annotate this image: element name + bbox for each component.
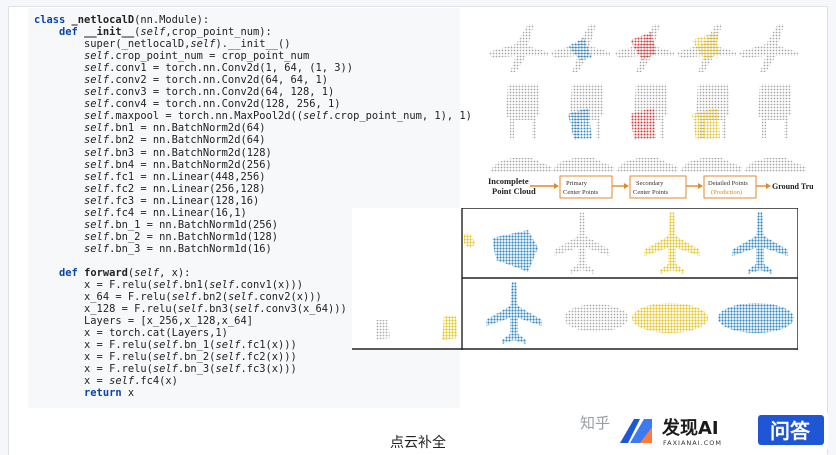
logo-domain: FAXIANAI.COM [663,439,722,447]
logo-title: 发现AI [661,417,719,439]
code-line: super(_netlocalD,self).__init__() [34,38,291,51]
faxianai-logo[interactable]: 发现AI FAXIANAI.COM 问答 [618,413,828,449]
code-line: x = F.relu(self.bn_3(self.fc3(x))) [34,363,297,376]
plane-row [488,24,798,72]
car-row [490,158,806,172]
code-line: class _netlocalD(nn.Module): [34,14,210,26]
code-line: self.bn_3 = nn.BatchNorm1d(16) [84,242,272,255]
pipeline-ground-truth: Ground Truth [772,182,814,191]
faxianai-logo-icon [620,419,652,443]
code-line: self.bn1 = nn.BatchNorm2d(64) [84,122,266,135]
logo-badge [758,415,824,445]
figure-caption: 点云补全 [390,435,446,451]
zhihu-watermark: 知乎 [580,414,611,432]
code-line: def forward(self, x): [59,266,191,279]
code-line: x_128 = F.relu(self.bn3(self.conv3(x_64)… [34,303,347,316]
code-line: self.bn4 = nn.BatchNorm2d(256) [84,158,272,171]
code-line: x = F.relu(self.bn1(self.conv1(x))) [34,279,304,292]
logo-badge-text: 问答 [770,419,811,443]
code-line: self.fc3 = nn.Linear(128,16) [84,194,260,207]
figure-bottom [352,207,799,350]
code-line: self.fc2 = nn.Linear(256,128) [84,182,266,195]
pipeline-detailed: Detailed Points(Prediction) [708,180,748,196]
code-line: self.bn2 = nn.BatchNorm2d(64) [84,134,266,147]
code-line: self.crop_point_num = crop_point_num [84,50,310,63]
code-line: self.bn_2 = nn.BatchNorm1d(128) [84,230,278,243]
code-line: x = torch.cat(Layers,1) [34,327,228,340]
code-line: self.fc1 = nn.Linear(448,256) [84,170,266,183]
chair-row [506,84,792,140]
code-line: self.fc4 = nn.Linear(16,1) [84,206,247,219]
code-line: self.bn_1 = nn.BatchNorm1d(256) [84,218,278,231]
code-line: x = self.fc4(x) [34,375,178,388]
code-line: x = F.relu(self.bn_1(self.fc1(x))) [34,339,297,352]
code-line: self.conv2 = torch.nn.Conv2d(64, 64, 1) [84,74,329,87]
code-line: x_64 = F.relu(self.bn2(self.conv2(x))) [34,291,322,304]
code-line: return x [84,387,135,400]
code-block: class _netlocalD(nn.Module): def __init_… [34,14,472,400]
code-line: Layers = [x_256,x_128,x_64] [34,315,253,328]
code-line: self.conv4 = torch.nn.Conv2d(128, 256, 1… [84,98,341,111]
code-line: self.conv3 = torch.nn.Conv2d(64, 128, 1) [84,86,335,99]
code-line: self.maxpool = torch.nn.MaxPool2d((self.… [84,110,472,123]
code-line: def __init__(self,crop_point_num): [59,26,272,39]
code-line: self.bn3 = nn.BatchNorm2d(128) [84,146,272,159]
code-line: self.conv1 = torch.nn.Conv2d(1, 64, (1, … [84,62,354,75]
code-line: x = F.relu(self.bn_2(self.fc2(x))) [34,351,297,364]
